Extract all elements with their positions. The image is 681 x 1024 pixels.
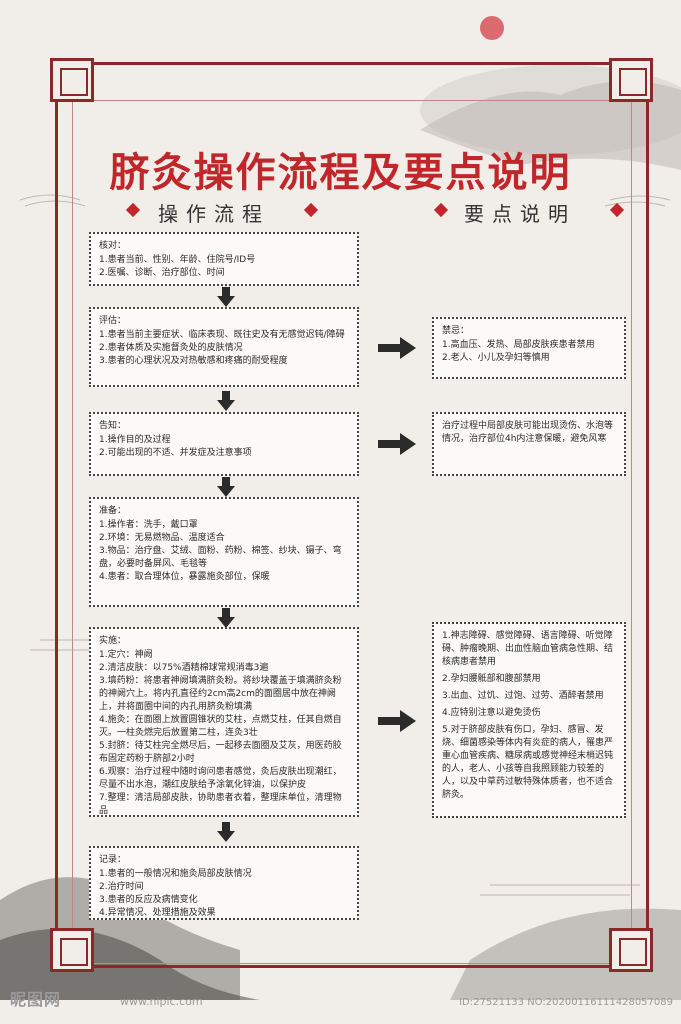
step-line: 2.医嘱、诊断、治疗部位、时间 — [99, 268, 225, 278]
step-line: 2.环境：无易燃物品、温度适合 — [99, 533, 225, 543]
step-line: 2.清洁皮肤：以75%酒精棉球常规消毒3遍 — [99, 663, 269, 673]
arrow-right-icon — [378, 710, 416, 732]
watermark-bar: 昵图网 www.nipic.com ID:27521133 NO:2020011… — [0, 990, 681, 1018]
step-line: 4.患者：取合理体位，暴露施灸部位，保暖 — [99, 572, 270, 582]
note-line: 2.孕妇腰骶部和腹部禁用 — [442, 674, 541, 684]
watermark-url: www.nipic.com — [120, 995, 203, 1008]
left-section-title: 操作流程 — [158, 202, 270, 226]
step-heading: 告知： — [99, 421, 127, 431]
frame-corner-top-right — [609, 58, 653, 102]
arrow-down-icon — [217, 391, 235, 411]
note-line: 3.出血、过饥、过饱、过劳、酒醉者禁用 — [442, 691, 604, 701]
step-line: 1.定穴：神阙 — [99, 650, 153, 660]
arrow-down-icon — [217, 822, 235, 842]
step-line: 3.物品：治疗盘、艾绒、面粉、药粉、棉签、纱块、镊子、弯盘，必要时备屏风、毛毯等 — [99, 546, 342, 569]
note-line: 4.应特别注意以避免烫伤 — [442, 708, 541, 718]
step-heading: 评估： — [99, 316, 127, 326]
step-line: 2.治疗时间 — [99, 882, 144, 892]
note-prohibited-box: 1.神志障碍、感觉障碍、语言障碍、听觉障碍、肿瘤晚期、出血性脑血管病急性期、结核… — [432, 622, 626, 818]
step-line: 3.患者的反应及病情变化 — [99, 895, 198, 905]
step-line: 1.患者当前主要症状、临床表现、既往史及有无感觉迟钝/障碍 — [99, 330, 345, 340]
watermark-id: ID:27521133 NO:20200116111428057089 — [459, 997, 673, 1008]
step-line: 4.异常情况、处理措施及效果 — [99, 908, 216, 918]
page-title: 脐灸操作流程及要点说明 — [109, 150, 572, 196]
step-line: 2.患者体质及实施督灸处的皮肤情况 — [99, 343, 243, 353]
frame-corner-top-left — [50, 58, 94, 102]
frame-corner-bottom-left — [50, 928, 94, 972]
note-contraindication-box: 禁忌： 1.高血压、发热、局部皮肤疾患者禁用 2.老人、小儿及孕妇等慎用 — [432, 317, 626, 379]
step-line: 3.填药粉：将患者神阙填满脐灸粉。将纱块覆盖于填满脐灸粉的神阙穴上。将内孔直径约… — [99, 676, 342, 712]
note-caution-box: 治疗过程中局部皮肤可能出现烫伤、水泡等情况，治疗部位4h内注意保暖，避免风寒 — [432, 412, 626, 476]
step-implement-box: 实施： 1.定穴：神阙 2.清洁皮肤：以75%酒精棉球常规消毒3遍 3.填药粉：… — [89, 627, 359, 817]
step-heading: 准备： — [99, 506, 127, 516]
step-heading: 实施： — [99, 636, 127, 646]
note-line: 治疗过程中局部皮肤可能出现烫伤、水泡等情况，治疗部位4h内注意保暖，避免风寒 — [442, 421, 614, 444]
step-line: 2.可能出现的不适、并发症及注意事项 — [99, 448, 252, 458]
step-heading: 记录： — [99, 855, 127, 865]
outer-frame — [55, 62, 649, 968]
note-line: 1.神志障碍、感觉障碍、语言障碍、听觉障碍、肿瘤晚期、出血性脑血管病急性期、结核… — [442, 631, 614, 667]
arrow-down-icon — [217, 608, 235, 628]
step-line: 5.封脐：待艾柱完全燃尽后，一起移去面圈及艾灰，用医药胶布固定药粉于脐部2小时 — [99, 741, 342, 764]
step-line: 1.操作者：洗手，戴口罩 — [99, 520, 198, 530]
inner-frame — [72, 100, 632, 964]
arrow-right-icon — [378, 433, 416, 455]
watermark-site: 昵图网 — [10, 990, 62, 1009]
step-line: 4.施灸：在面圈上放置圆锥状的艾柱，点燃艾柱，任其自燃自灭。一柱灸燃完后放置第二… — [99, 715, 342, 738]
note-line: 1.高血压、发热、局部皮肤疾患者禁用 — [442, 340, 595, 350]
step-check-box: 核对： 1.患者当前、性别、年龄、住院号/ID号 2.医嘱、诊断、治疗部位、时间 — [89, 232, 359, 286]
note-line: 2.老人、小儿及孕妇等慎用 — [442, 353, 550, 363]
frame-corner-bottom-right — [609, 928, 653, 972]
step-heading: 核对： — [99, 241, 127, 251]
step-line: 1.操作目的及过程 — [99, 435, 171, 445]
step-line: 7.整理：清洁局部皮肤，协助患者衣着，整理床单位，清理物品 — [99, 793, 342, 816]
step-prepare-box: 准备： 1.操作者：洗手，戴口罩 2.环境：无易燃物品、温度适合 3.物品：治疗… — [89, 497, 359, 607]
step-line: 6.观察：治疗过程中随时询问患者感觉，灸后皮肤出现潮红，尽量不出水泡，潮红皮肤给… — [99, 767, 342, 790]
right-section-title: 要点说明 — [464, 202, 576, 226]
note-line: 5.对于脐部皮肤有伤口，孕妇、感冒、发烧、细菌感染等体内有炎症的病人，罹患严重心… — [442, 725, 614, 800]
step-assess-box: 评估： 1.患者当前主要症状、临床表现、既往史及有无感觉迟钝/障碍 2.患者体质… — [89, 307, 359, 387]
step-line: 1.患者的一般情况和施灸局部皮肤情况 — [99, 869, 252, 879]
step-record-box: 记录： 1.患者的一般情况和施灸局部皮肤情况 2.治疗时间 3.患者的反应及病情… — [89, 846, 359, 920]
step-inform-box: 告知： 1.操作目的及过程 2.可能出现的不适、并发症及注意事项 — [89, 412, 359, 476]
note-heading: 禁忌： — [442, 326, 470, 336]
arrow-down-icon — [217, 287, 235, 307]
arrow-down-icon — [217, 477, 235, 497]
step-line: 1.患者当前、性别、年龄、住院号/ID号 — [99, 255, 256, 265]
arrow-right-icon — [378, 337, 416, 359]
step-line: 3.患者的心理状况及对热敏感和疼痛的耐受程度 — [99, 356, 288, 366]
